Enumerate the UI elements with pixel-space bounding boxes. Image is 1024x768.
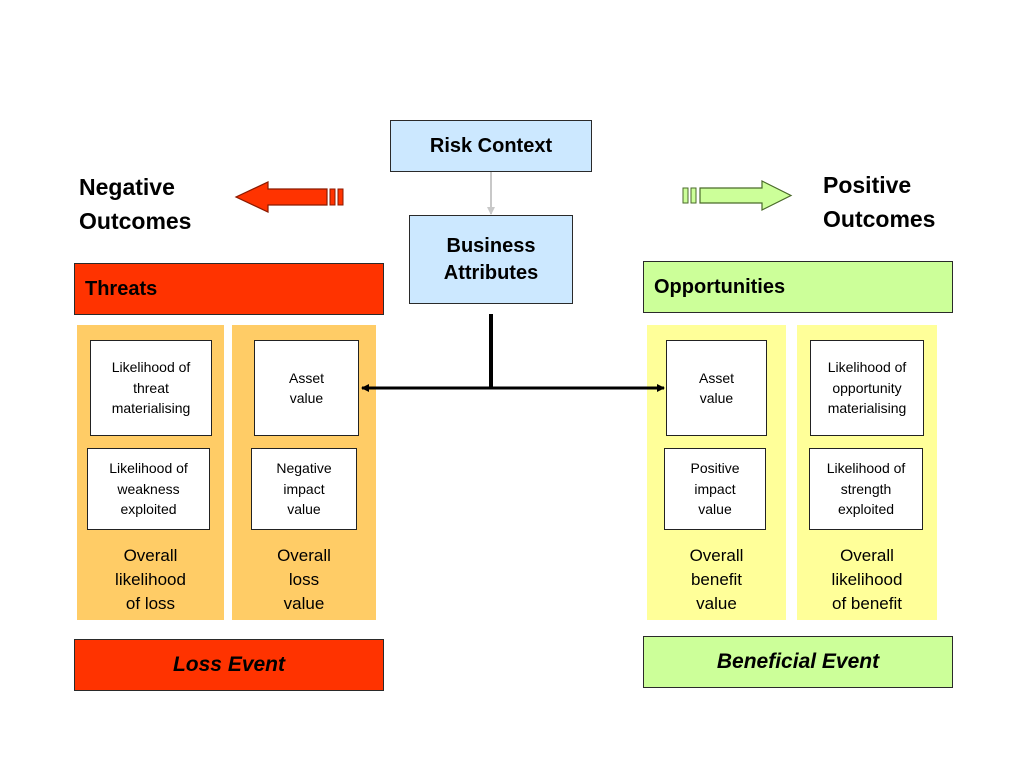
likelihood-weakness-box: Likelihood of weakness exploited — [87, 448, 210, 530]
loss-event-box: Loss Event — [74, 639, 384, 691]
positive-impact-box: Positive impact value — [664, 448, 766, 530]
right-arrow-icon — [682, 180, 793, 211]
threats-header: Threats — [74, 263, 384, 315]
asset-value-box-negative: Asset value — [254, 340, 359, 436]
overall-likelihood-benefit: Overall likelihood of benefit — [831, 546, 903, 613]
likelihood-threat-box: Likelihood of threat materialising — [90, 340, 212, 436]
positive-outcomes-title: Positive Outcomes — [823, 172, 936, 232]
likelihood-strength-box: Likelihood of strength exploited — [809, 448, 923, 530]
negative-outcomes-title: Negative Outcomes — [79, 174, 192, 234]
opportunities-header: Opportunities — [643, 261, 953, 313]
business-attributes-box: Business Attributes — [409, 215, 573, 304]
overall-likelihood-loss: Overall likelihood of loss — [115, 546, 186, 613]
likelihood-opportunity-box: Likelihood of opportunity materialising — [810, 340, 924, 436]
left-arrow-icon — [234, 181, 344, 213]
overall-loss-value: Overall loss value — [277, 546, 331, 613]
risk-context-box: Risk Context — [390, 120, 592, 172]
overall-benefit-value: Overall benefit value — [689, 546, 744, 613]
beneficial-event-box: Beneficial Event — [643, 636, 953, 688]
negative-impact-box: Negative impact value — [251, 448, 357, 530]
asset-value-box-positive: Asset value — [666, 340, 767, 436]
